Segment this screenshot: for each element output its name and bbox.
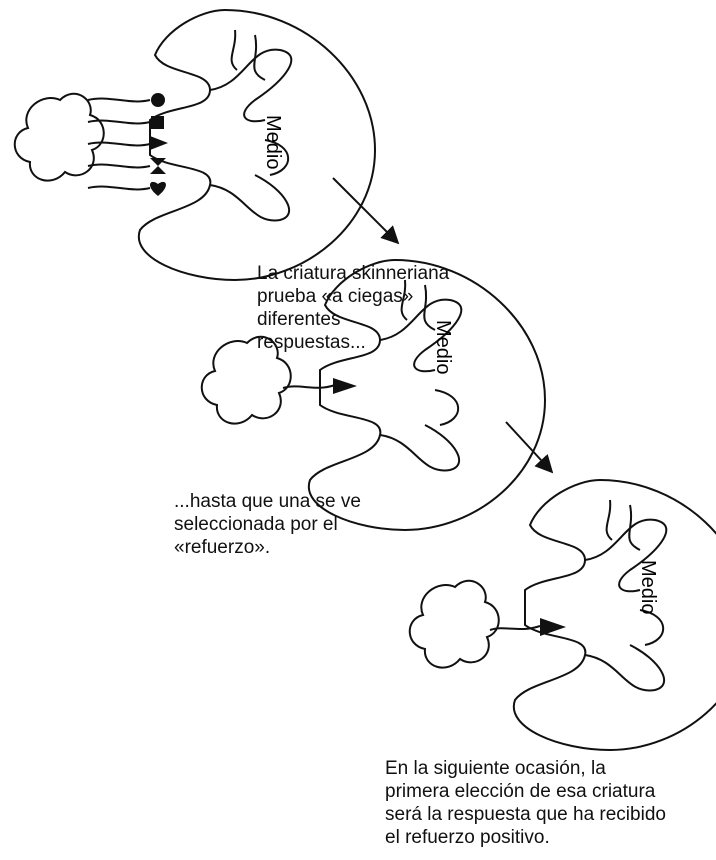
caption-1: La criatura skinneriana prueba «a ciegas… xyxy=(257,262,497,354)
caption-2: ...hasta que una se ve seleccionada por … xyxy=(174,490,414,559)
probe-3 xyxy=(88,143,150,146)
response-shapes-1 xyxy=(150,93,168,196)
reinforced-response-2 xyxy=(333,378,357,394)
caption-3: En la siguiente ocasión, la primera elec… xyxy=(385,757,715,849)
probe-1 xyxy=(88,99,150,102)
response-circle xyxy=(151,93,165,107)
probe-4 xyxy=(88,165,150,168)
response-triangle xyxy=(150,136,168,150)
creature-1 xyxy=(15,94,104,181)
reinforced-probe-2 xyxy=(283,385,335,388)
environment-label-3: Medio xyxy=(637,560,659,614)
response-probes-1 xyxy=(88,99,150,190)
response-heart xyxy=(150,182,166,196)
probe-5 xyxy=(88,187,150,190)
response-square xyxy=(151,116,164,129)
panel-1: Medio xyxy=(15,10,375,280)
environment-3: Medio xyxy=(514,480,716,750)
creature-3 xyxy=(410,581,499,668)
environment-label-1: Medio xyxy=(262,115,284,169)
probe-2 xyxy=(88,121,150,124)
reinforced-response-3 xyxy=(540,618,566,636)
environment-1: Medio xyxy=(139,10,375,280)
response-bowtie xyxy=(150,158,166,174)
arrow-2 xyxy=(506,422,552,472)
